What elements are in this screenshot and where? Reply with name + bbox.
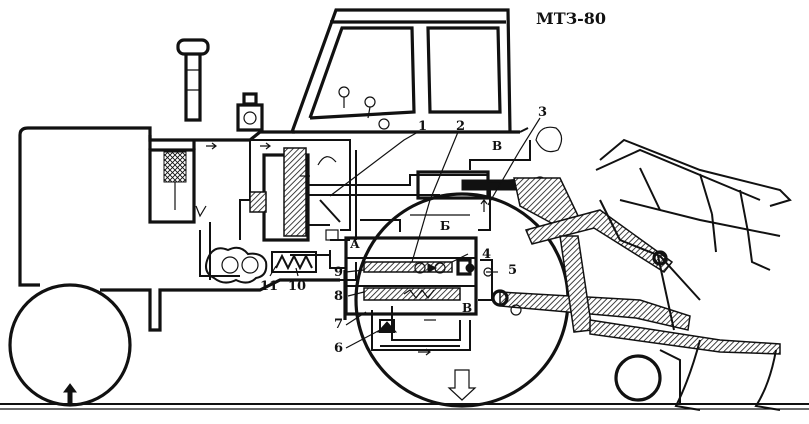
- cultivator-frame: [595, 138, 792, 411]
- callout-labels: 1 2 3 4 5 6 7 8 9 10 11: [260, 105, 547, 356]
- cab: [290, 8, 529, 134]
- callout-11: 11: [260, 279, 278, 294]
- pressure-spring: [271, 251, 317, 273]
- port-letters: А Б В В: [350, 139, 502, 315]
- port-letter-a: А: [350, 237, 360, 251]
- port-letter-b: Б: [440, 219, 450, 233]
- flow-arrows: [195, 142, 488, 356]
- distributor-valve: [344, 236, 493, 333]
- callout-7: 7: [334, 317, 343, 332]
- port-letter-v-low: В: [462, 301, 472, 315]
- callout-9: 9: [334, 265, 343, 280]
- callout-3: 3: [538, 105, 547, 120]
- diagram-title: МТЗ-80: [536, 9, 606, 28]
- pump-drive-block: [249, 147, 341, 242]
- callout-10: 10: [288, 279, 306, 294]
- front-wheel: [8, 283, 132, 407]
- ground-line: [0, 403, 809, 410]
- callout-6: 6: [334, 341, 343, 356]
- gear-pump: [205, 246, 268, 284]
- callout-1: 1: [418, 119, 427, 134]
- callout-8: 8: [334, 289, 343, 304]
- port-letter-v-top: В: [492, 139, 502, 153]
- callout-5: 5: [508, 263, 517, 278]
- callout-leaders: [269, 117, 541, 349]
- callout-2: 2: [456, 119, 465, 134]
- rear-linkage: [491, 177, 781, 355]
- callout-4: 4: [482, 247, 491, 262]
- pressure-gauge: [535, 126, 563, 153]
- radiator: [148, 135, 196, 224]
